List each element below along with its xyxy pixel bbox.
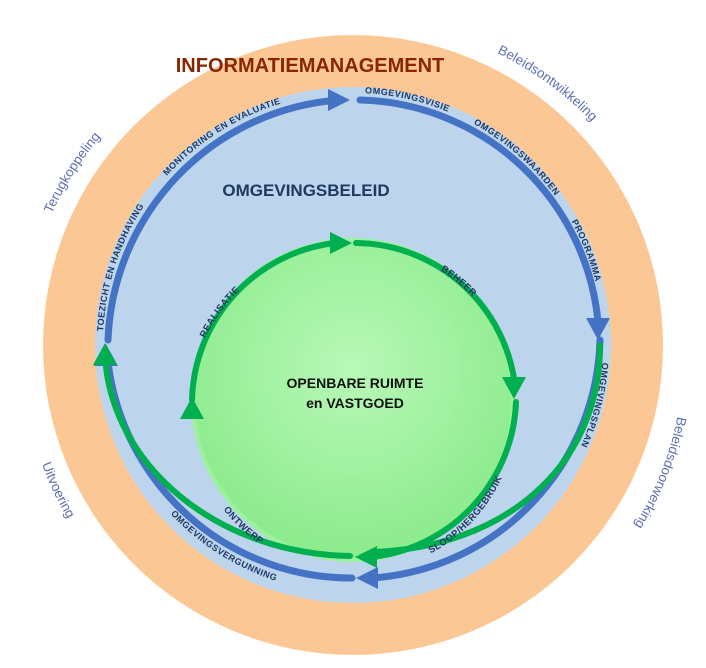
blue-arc-top-right xyxy=(356,96,602,326)
green-arc-bottom xyxy=(102,352,353,559)
blue-arrowhead-top xyxy=(328,89,350,111)
green-arrowheads xyxy=(93,232,526,568)
green-arrowhead-bottom xyxy=(355,546,377,568)
center-line-1: OPENBARE RUIMTE xyxy=(287,375,424,391)
green-cycle-arrows xyxy=(102,240,603,560)
green-arc-outer xyxy=(369,342,603,555)
blue-arrowhead-right xyxy=(586,318,610,340)
center-line-2: en VASTGOED xyxy=(306,395,404,411)
inner-disc-shade xyxy=(195,242,511,558)
blue-arrowhead-bottom xyxy=(356,567,378,589)
section-omgevingsbeleid: OMGEVINGSBELEID xyxy=(222,181,389,200)
blue-arc-top-left xyxy=(104,96,342,344)
green-arrowhead-left-outer xyxy=(93,343,117,365)
green-arrowhead-top xyxy=(330,232,352,254)
green-arc-top-right xyxy=(353,240,518,388)
green-arrowhead-left-inner xyxy=(180,397,204,419)
green-arrowhead-right xyxy=(502,377,526,399)
title-informatiemanagement: INFORMATIEMANAGEMENT xyxy=(176,55,445,77)
green-arc-top-left xyxy=(189,240,338,403)
